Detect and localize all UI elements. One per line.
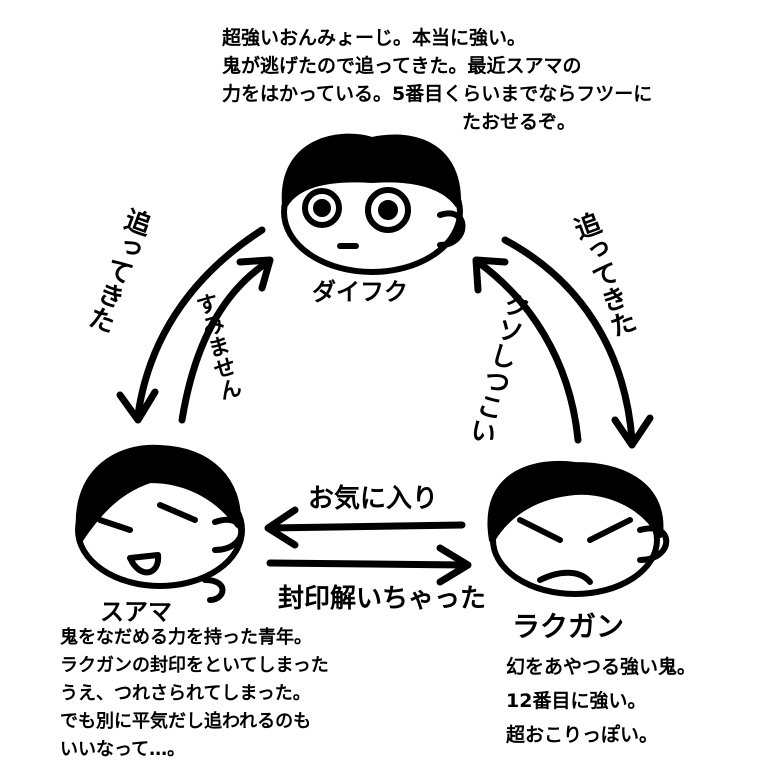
description-line: いいなって…。 [60, 739, 186, 760]
description-line: 鬼をなだめる力を持った青年。 [60, 627, 312, 648]
description-line: 幻をあやつる強い鬼。 [506, 656, 697, 678]
label-rakugan-to-suama: お気に入り [308, 484, 439, 514]
arrow-suama-to-daifuku [178, 258, 272, 424]
description-line: うえ、つれさられてしまった。 [60, 683, 311, 704]
rakugan-face [487, 460, 670, 597]
daifuku-name: ダイフク [312, 278, 408, 306]
description-line: 超強いおんみょーじ。本当に強い。 [222, 27, 527, 49]
arrow-rakugan-to-daifuku [474, 258, 582, 444]
daifuku-face [281, 133, 466, 275]
arrow-daifuku-to-rakugan [501, 236, 636, 444]
arrow-rakugan-to-suama [266, 521, 466, 532]
description-line: 鬼が逃げたので追ってきた。最近スアマの [222, 55, 582, 77]
rakugan-name: ラクガン [512, 610, 625, 643]
suama-face [75, 444, 245, 603]
suama-name: スアマ [100, 598, 172, 626]
description-line: でも別に平気だし追われるのも [60, 711, 312, 732]
description-line: 超おこりっぽい。 [506, 724, 659, 746]
description-line: ラクガンの封印をといてしまった [60, 655, 329, 676]
suama-description: 鬼をなだめる力を持った青年。 ラクガンの封印をといてしまった うえ、つれさられて… [60, 624, 329, 764]
label-suama-to-rakugan: 封印解いちゃった [278, 584, 487, 614]
description-line: 力をはかっている。5番目くらいまでならフツーに [222, 83, 653, 105]
description-line: たおせるぞ。 [462, 111, 577, 133]
rakugan-description: 幻をあやつる強い鬼。 12番目に強い。 超おこりっぽい。 [506, 650, 696, 752]
arrow-daifuku-to-suama [134, 226, 266, 419]
description-line: 12番目に強い。 [506, 690, 647, 712]
daifuku-description: 超強いおんみょーじ。本当に強い。 鬼が逃げたので追ってきた。最近スアマの 力をは… [222, 24, 652, 136]
arrow-suama-to-rakugan [266, 559, 469, 569]
arrows [116, 226, 654, 586]
